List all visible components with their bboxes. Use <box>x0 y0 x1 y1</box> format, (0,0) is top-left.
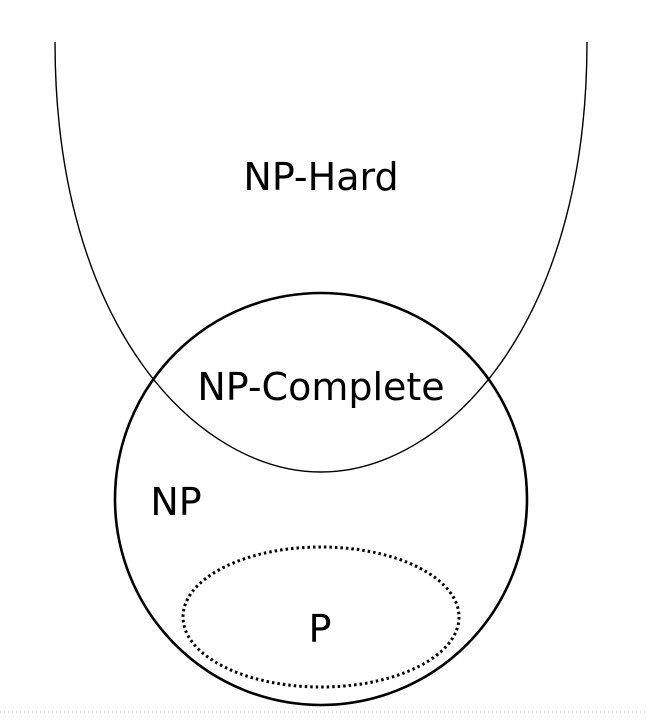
np-hard-region-outline <box>54 41 588 473</box>
p-label: P <box>309 607 332 651</box>
np-region-outline <box>113 291 529 707</box>
np-complete-label: NP-Complete <box>197 365 444 409</box>
p-region-outline <box>181 545 461 689</box>
np-hard-label: NP-Hard <box>243 155 398 199</box>
np-label: NP <box>150 480 201 524</box>
